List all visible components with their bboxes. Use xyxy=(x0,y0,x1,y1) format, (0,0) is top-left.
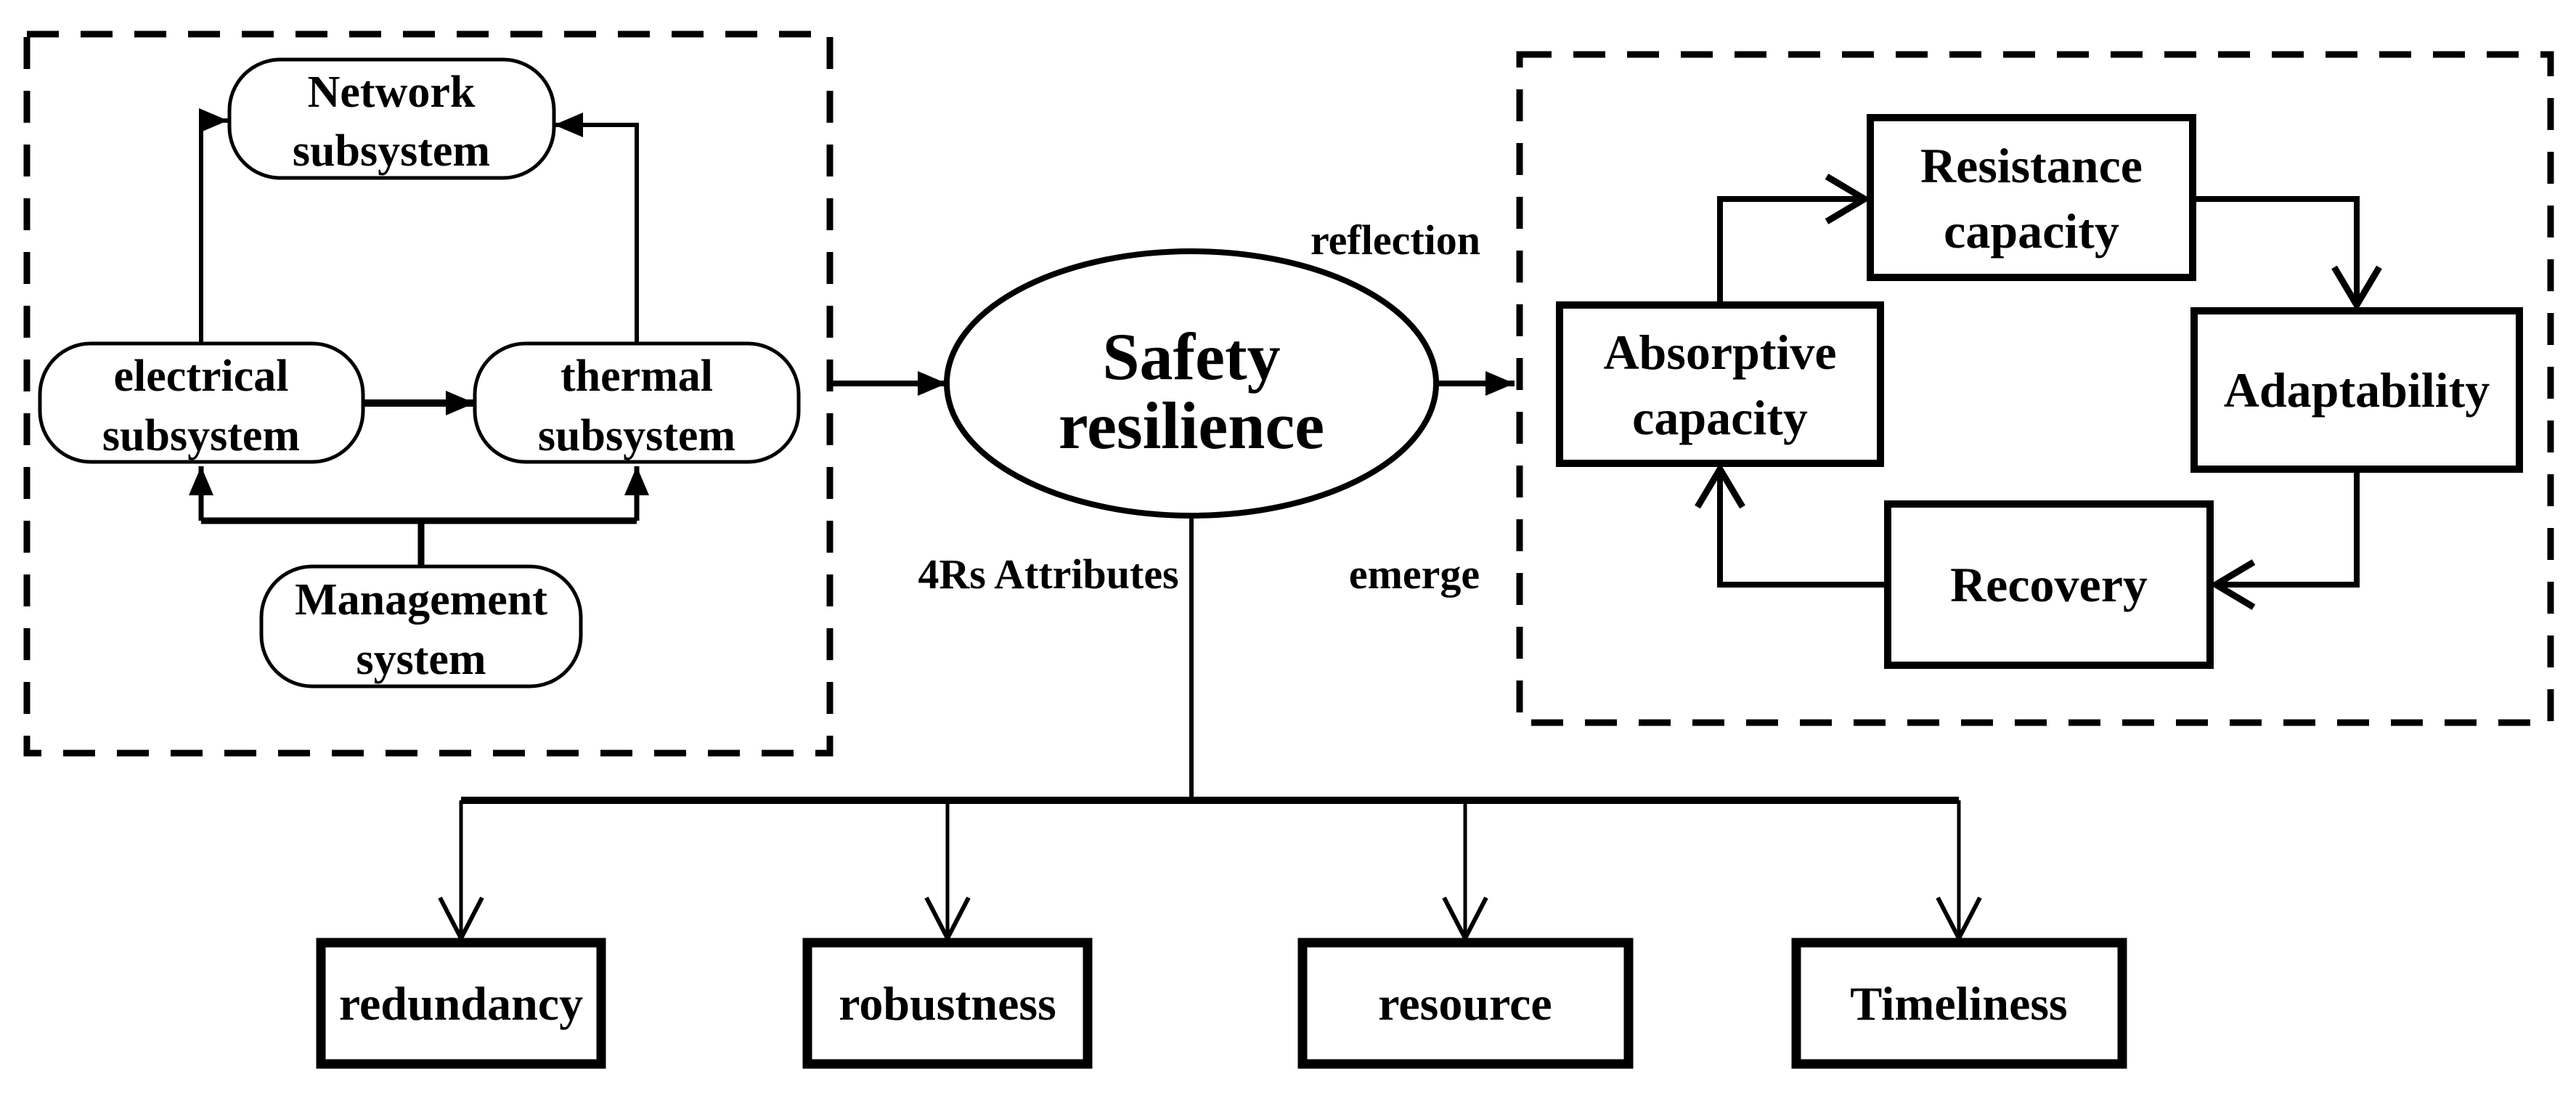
node-resource: resource xyxy=(1297,938,1634,1069)
safety-resilience-label-line1: Safety xyxy=(1102,320,1280,394)
management-system-label-line2: system xyxy=(356,635,486,684)
redundancy-label: redundancy xyxy=(339,978,583,1031)
adaptability-label: Adaptability xyxy=(2224,362,2490,418)
resource-box xyxy=(1297,938,1634,1069)
safety-resilience-node: Safety resilience reflection 4Rs Attribu… xyxy=(830,216,1515,800)
node-absorptive-capacity: Absorptive capacity xyxy=(1556,301,1884,467)
capacity-cycle-panel: Resistance capacity Adaptability Recover… xyxy=(1516,51,2554,726)
network-subsystem-label-line1: Network xyxy=(308,68,476,117)
safety-resilience-label-line2: resilience xyxy=(1059,389,1324,463)
connector-adaptability-to-recovery xyxy=(2216,469,2360,585)
timeliness-box xyxy=(1791,938,2127,1069)
node-timeliness: Timeliness xyxy=(1791,938,2127,1069)
recovery-box xyxy=(1884,500,2214,669)
connector-electrical-to-network xyxy=(199,108,228,344)
node-redundancy: redundancy xyxy=(316,938,606,1069)
emerge-label: emerge xyxy=(1349,550,1480,598)
robustness-label: robustness xyxy=(839,978,1056,1031)
node-recovery: Recovery xyxy=(1884,500,2214,669)
recovery-label: Recovery xyxy=(1950,557,2148,612)
timeliness-label: Timeliness xyxy=(1850,978,2067,1031)
absorptive-capacity-box xyxy=(1556,301,1884,467)
thermal-subsystem-label-line2: subsystem xyxy=(538,411,735,460)
absorptive-capacity-label-line1: Absorptive xyxy=(1603,325,1836,380)
system-panel-dashed-border xyxy=(23,31,833,757)
capacity-panel-dashed-border xyxy=(1516,51,2554,726)
node-electrical-subsystem: electrical subsystem xyxy=(38,341,365,464)
reflection-label: reflection xyxy=(1311,216,1480,264)
connector-resistance-to-adaptability xyxy=(2193,196,2357,305)
resistance-capacity-label-line2: capacity xyxy=(1944,203,2119,259)
node-thermal-subsystem: thermal subsystem xyxy=(473,341,801,464)
management-system-box xyxy=(259,564,583,688)
thermal-subsystem-label-line1: thermal xyxy=(561,352,713,401)
resource-label: resource xyxy=(1378,978,1552,1031)
electrical-subsystem-label-line2: subsystem xyxy=(102,411,300,460)
connector-recovery-to-absorptive xyxy=(1720,469,1888,588)
resistance-capacity-box xyxy=(1867,114,2196,281)
redundancy-box xyxy=(316,938,606,1069)
node-robustness: robustness xyxy=(802,938,1093,1069)
node-resistance-capacity: Resistance capacity xyxy=(1867,114,2196,281)
resistance-capacity-label-line1: Resistance xyxy=(1920,138,2143,193)
safety-resilience-ellipse xyxy=(944,248,1439,519)
electrical-subsystem-box xyxy=(38,341,365,464)
connector-thermal-to-network xyxy=(554,113,639,344)
thermal-subsystem-box xyxy=(473,341,801,464)
robustness-box xyxy=(802,938,1093,1069)
electrical-subsystem-label-line1: electrical xyxy=(114,352,289,401)
network-subsystem-box xyxy=(227,57,556,180)
management-system-label-line1: Management xyxy=(295,575,547,625)
attributes-4rs-label: 4Rs Attributes xyxy=(918,550,1178,598)
adaptability-box xyxy=(2190,307,2523,473)
node-network-subsystem: Network subsystem xyxy=(227,57,556,180)
connector-absorptive-to-resistance xyxy=(1717,199,1864,305)
attributes-row: redundancy robustness resource Timelines… xyxy=(316,797,2127,1069)
node-adaptability: Adaptability xyxy=(2190,307,2523,473)
system-panel: Network subsystem electrical subsystem t… xyxy=(23,31,833,757)
node-management-system: Management system xyxy=(259,564,583,688)
network-subsystem-label-line2: subsystem xyxy=(293,126,490,176)
absorptive-capacity-label-line2: capacity xyxy=(1632,390,1808,445)
